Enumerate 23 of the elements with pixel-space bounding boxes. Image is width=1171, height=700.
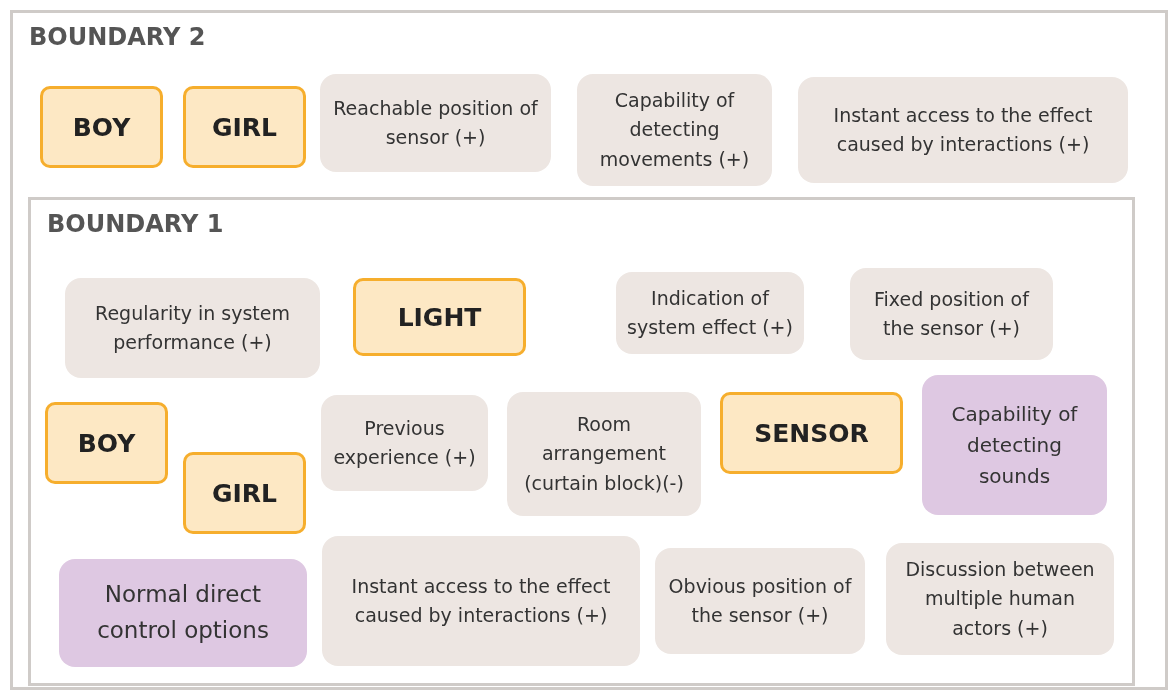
factor-card: Discussion between multiple human actors (+) bbox=[886, 543, 1114, 655]
boundary-frame bbox=[28, 197, 1135, 686]
factor-card: Obvious position of the sensor (+) bbox=[655, 548, 865, 654]
actor-card: GIRL bbox=[183, 86, 306, 168]
factor-card: Room arrangement (curtain block)(-) bbox=[507, 392, 701, 516]
factor-card: Fixed position of the sensor (+) bbox=[850, 268, 1053, 360]
factor-card: Regularity in system performance (+) bbox=[65, 278, 320, 378]
neutral-card: Capability of detecting sounds bbox=[922, 375, 1107, 515]
factor-card: Indication of system effect (+) bbox=[616, 272, 804, 354]
actor-card: BOY bbox=[40, 86, 163, 168]
actor-card: LIGHT bbox=[353, 278, 526, 356]
factor-card: Capability of detecting movements (+) bbox=[577, 74, 772, 186]
actor-card: SENSOR bbox=[720, 392, 903, 474]
neutral-card: Normal direct control options bbox=[59, 559, 307, 667]
actor-card: GIRL bbox=[183, 452, 306, 534]
boundary-frame bbox=[10, 10, 1168, 690]
factor-card: Previous experience (+) bbox=[321, 395, 488, 491]
boundary-title: BOUNDARY 1 bbox=[47, 210, 224, 238]
factor-card: Reachable position of sensor (+) bbox=[320, 74, 551, 172]
actor-card: BOY bbox=[45, 402, 168, 484]
factor-card: Instant access to the effect caused by interactions (+) bbox=[798, 77, 1128, 183]
boundary-title: BOUNDARY 2 bbox=[29, 23, 206, 51]
factor-card: Instant access to the effect caused by interactions (+) bbox=[322, 536, 640, 666]
